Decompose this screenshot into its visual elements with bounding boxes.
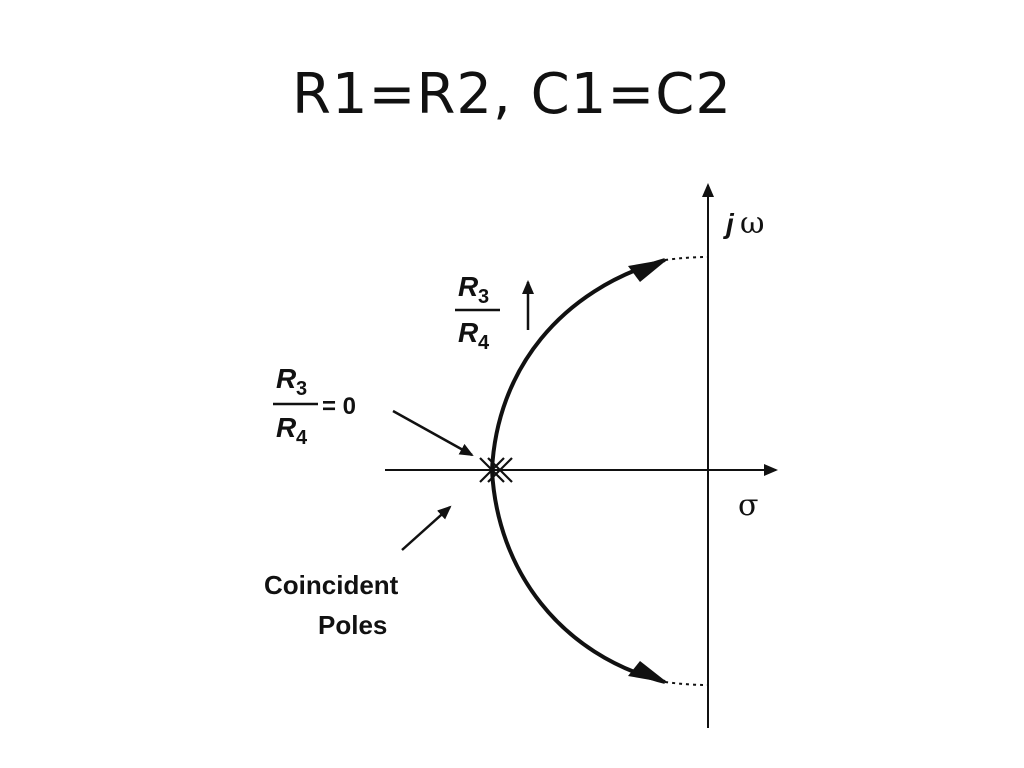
- imaginary-axis-label-j: j: [722, 208, 735, 239]
- top-ratio-label: R 3 R 4: [455, 271, 500, 354]
- lower-dotted-extension: [664, 681, 709, 686]
- svg-text:R: R: [276, 363, 297, 394]
- upper-dotted-extension: [664, 256, 709, 261]
- coincident-pointer-arrow: [401, 505, 452, 551]
- coincident-label-line1: Coincident: [264, 570, 399, 600]
- coincident-poles-marker: [479, 457, 513, 483]
- slide-title: R1=R2, C1=C2: [292, 62, 732, 127]
- coincident-label-line2: Poles: [318, 610, 387, 640]
- svg-text:R: R: [458, 271, 479, 302]
- upper-locus-arrowhead: [628, 259, 668, 282]
- upper-locus-branch: [490, 258, 666, 471]
- imaginary-axis-label-omega: ω: [740, 206, 764, 241]
- svg-text:R: R: [458, 317, 479, 348]
- lower-locus-arrowhead: [628, 661, 668, 683]
- real-axis-label: σ: [738, 488, 758, 523]
- svg-text:= 0: = 0: [322, 393, 356, 420]
- svg-text:4: 4: [478, 332, 490, 354]
- svg-text:4: 4: [296, 427, 308, 449]
- zero-ratio-label: R 3 R 4 = 0: [273, 363, 356, 449]
- svg-text:3: 3: [478, 286, 489, 308]
- lower-locus-branch: [490, 469, 666, 684]
- svg-text:R: R: [276, 412, 297, 443]
- svg-text:3: 3: [296, 378, 307, 400]
- zero-gain-pointer-arrow: [392, 409, 474, 457]
